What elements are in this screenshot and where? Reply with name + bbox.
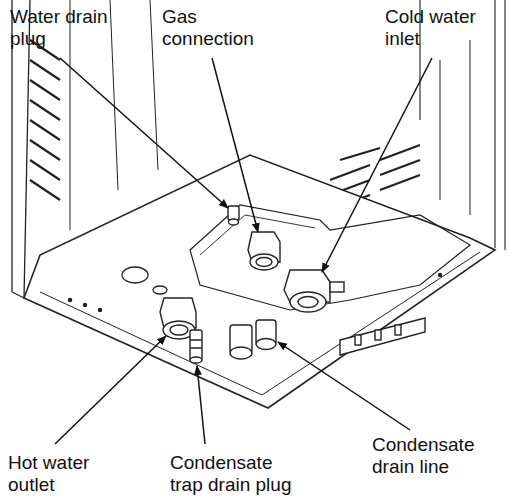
fittings — [160, 206, 425, 363]
housing — [12, 0, 505, 408]
part-label: Water drain plug — [10, 6, 122, 50]
part-label: Hot water outlet — [8, 452, 108, 496]
part-label: Gas connection — [162, 6, 262, 50]
leader-lines — [55, 58, 432, 444]
part-label: Condensate trap drain plug — [170, 452, 304, 496]
part-label: Condensate drain line — [372, 434, 492, 478]
part-label: Cold water inlet — [385, 6, 495, 50]
